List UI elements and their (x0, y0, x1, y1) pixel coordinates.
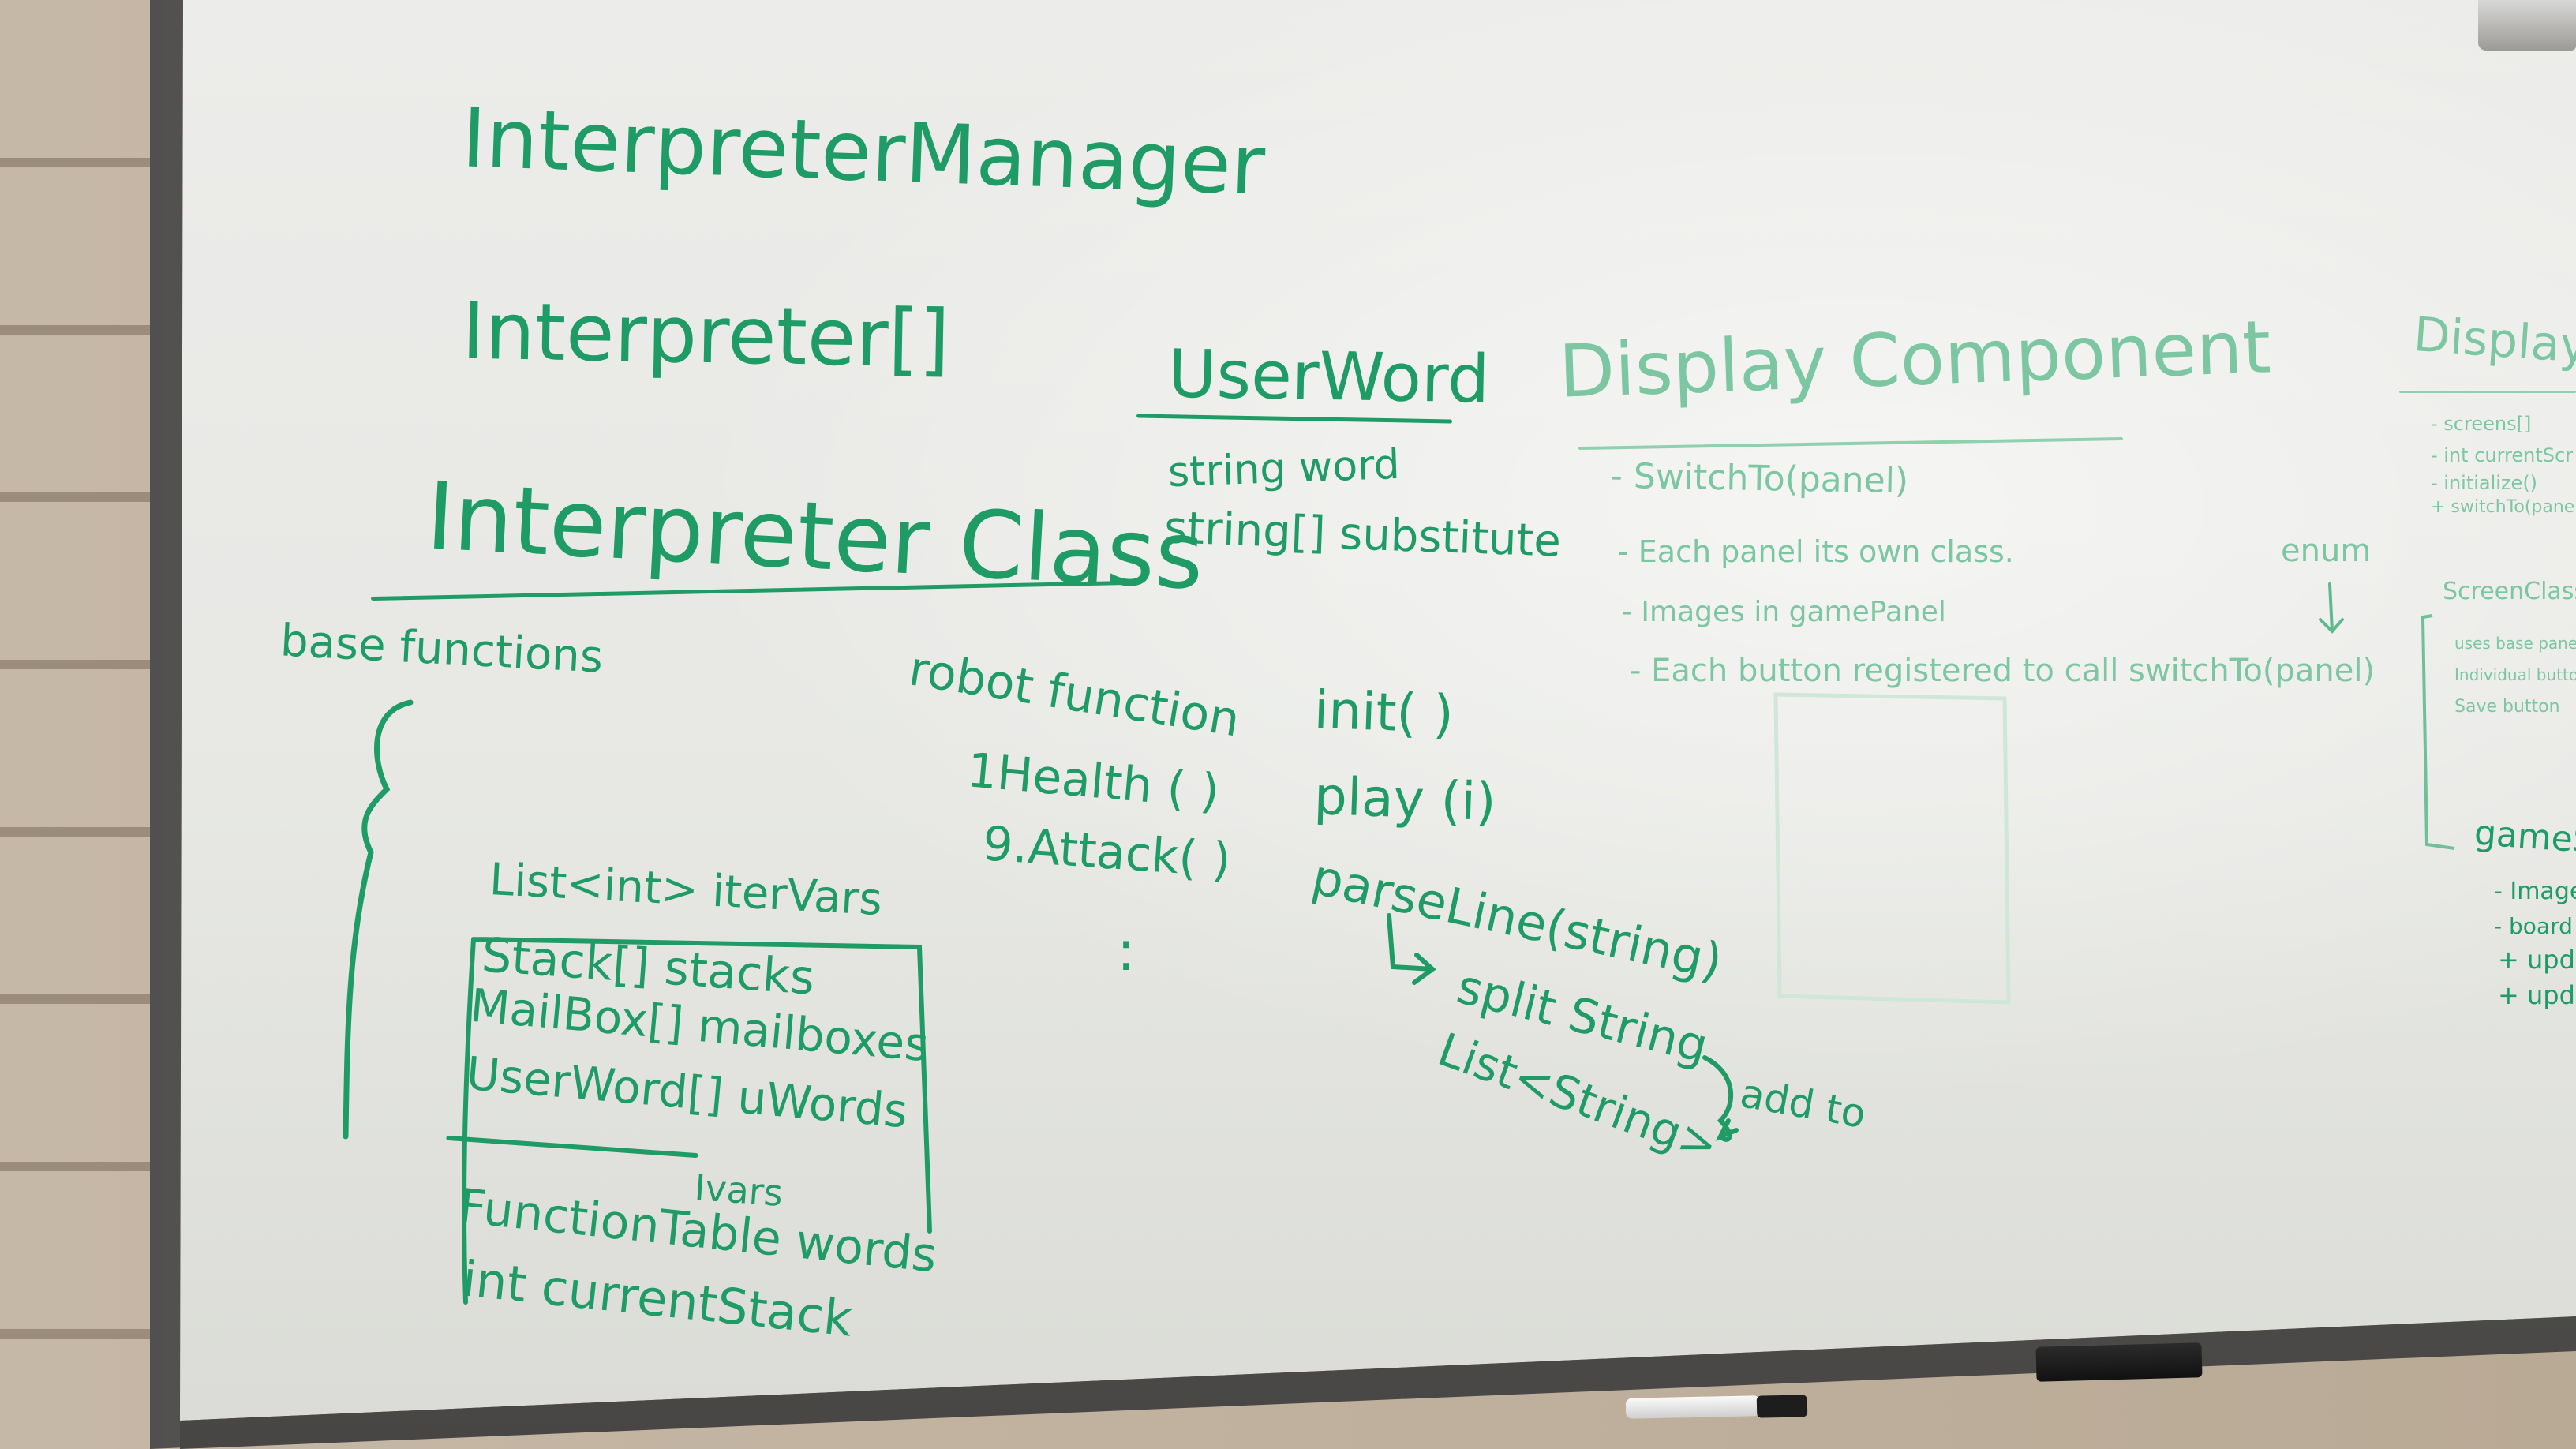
screen-class-heading: ScreenClass (2443, 578, 2576, 605)
add-to-arrow (1715, 1118, 1739, 1141)
display-class-bracket (2421, 614, 2455, 850)
game-screen-heading: gameSc (2473, 812, 2576, 863)
user-word-heading: UserWord (1167, 335, 1491, 418)
display-component-item-switch: - SwitchTo(panel) (1609, 455, 1909, 502)
user-word-field-substitute: string[] substitute (1163, 502, 1563, 567)
user-word-field-word: string word (1167, 440, 1401, 497)
display-class-item-screens: - screens[] (2431, 413, 2532, 435)
board-mount-clip (2478, 0, 2576, 51)
screen-class-item-base: uses base panel (2454, 634, 2576, 653)
display-component-item-button: - Each button registered to call switchT… (1630, 653, 2376, 689)
enum-arrow (2319, 582, 2344, 634)
method-init: init( ) (1312, 679, 1455, 746)
faint-screen-outline (1773, 692, 2011, 1005)
display-class-underline (2399, 391, 2576, 393)
game-screen-item-images: - Images (2494, 878, 2576, 905)
display-class-item-initialize: - initialize() (2431, 472, 2538, 494)
fields-box-outline (462, 937, 932, 1305)
game-screen-item-update-1: + updat (2498, 945, 2576, 975)
display-component-item-images: - Images in gamePanel (1622, 596, 1946, 628)
method-play: play (i) (1312, 766, 1497, 833)
enum-note: enum (2281, 533, 2372, 569)
game-screen-item-board: - board (2494, 913, 2573, 939)
screen-class-item-individual: Individual butto (2454, 665, 2576, 684)
base-functions-brace (343, 699, 414, 1140)
display-component-item-panel-class: - Each panel its own class. (1618, 534, 2014, 569)
screen-class-item-save: Save button (2454, 697, 2560, 717)
add-to-brace (1702, 1055, 1733, 1142)
game-screen-item-update-2: + upda (2498, 980, 2576, 1010)
interpreter-array-heading: Interpreter[] (461, 284, 951, 386)
parse-arrow (1387, 913, 1436, 985)
display-class-item-current: - int currentScr (2431, 444, 2574, 466)
display-class-item-switch: + switchTo(panel) (2431, 497, 2576, 517)
robot-function-ellipsis: : (1117, 919, 1136, 983)
